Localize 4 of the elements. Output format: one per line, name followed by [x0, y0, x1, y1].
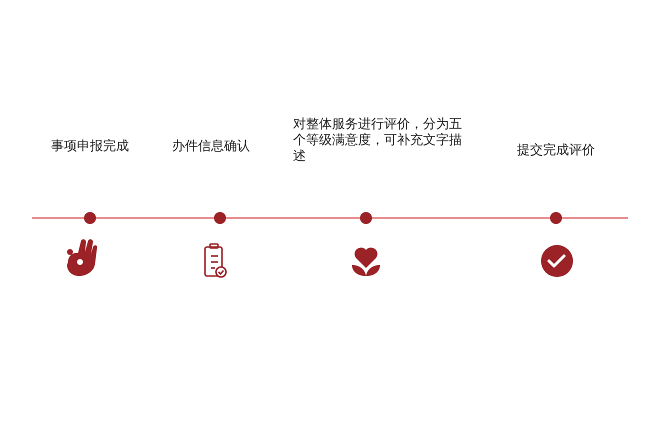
step-label: 对整体服务进行评价，分为五个等级满意度，可补充文字描述 — [293, 117, 463, 165]
step-label: 事项申报完成 — [50, 139, 130, 155]
step-label: 办件信息确认 — [171, 139, 251, 155]
step-label: 提交完成评价 — [516, 143, 596, 159]
